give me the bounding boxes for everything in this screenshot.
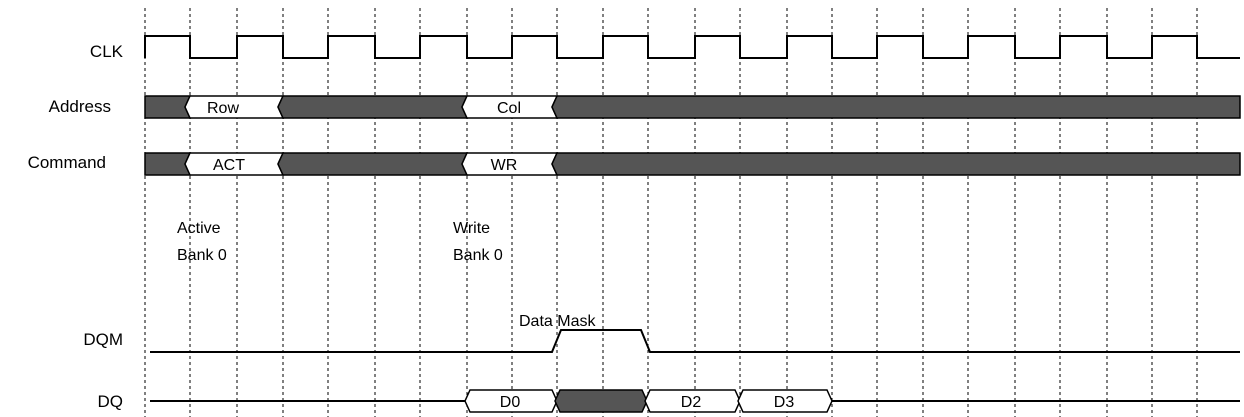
dqm-label: DQM bbox=[83, 330, 123, 349]
command-label: Command bbox=[28, 153, 106, 172]
dqm-waveform bbox=[150, 329, 1240, 353]
address-label: Address bbox=[49, 97, 111, 116]
dq-d0-value: D0 bbox=[500, 394, 521, 411]
command-act-value: ACT bbox=[213, 157, 245, 174]
dq-label: DQ bbox=[98, 392, 124, 411]
command-wr-value: WR bbox=[491, 157, 518, 174]
command-bus bbox=[144, 152, 1241, 176]
active-note-line2: Bank 0 bbox=[177, 247, 227, 264]
address-dont-care bbox=[277, 95, 469, 119]
address-dont-care bbox=[551, 95, 1241, 119]
dq-d3-value: D3 bbox=[774, 394, 795, 411]
address-bus bbox=[144, 95, 1241, 119]
clock-guide-lines bbox=[144, 8, 1198, 417]
dq-d2-segment bbox=[644, 389, 741, 413]
dq-d2-value: D2 bbox=[681, 394, 702, 411]
dq-d3-segment bbox=[737, 389, 833, 413]
write-note-line1: Write bbox=[453, 220, 490, 237]
data-mask-note: Data Mask bbox=[519, 313, 596, 330]
clk-waveform bbox=[144, 35, 1240, 59]
command-dont-care bbox=[144, 152, 192, 176]
address-dont-care bbox=[144, 95, 192, 119]
address-col-value: Col bbox=[497, 100, 521, 117]
dq-d0-segment bbox=[464, 389, 558, 413]
clk-label: CLK bbox=[90, 42, 124, 61]
write-note-line2: Bank 0 bbox=[453, 247, 503, 264]
address-row-value: Row bbox=[207, 100, 239, 117]
command-dont-care bbox=[551, 152, 1241, 176]
active-note-line1: Active bbox=[177, 220, 221, 237]
command-dont-care bbox=[277, 152, 469, 176]
dq-masked-segment bbox=[554, 389, 648, 413]
dq-bus bbox=[464, 389, 833, 413]
